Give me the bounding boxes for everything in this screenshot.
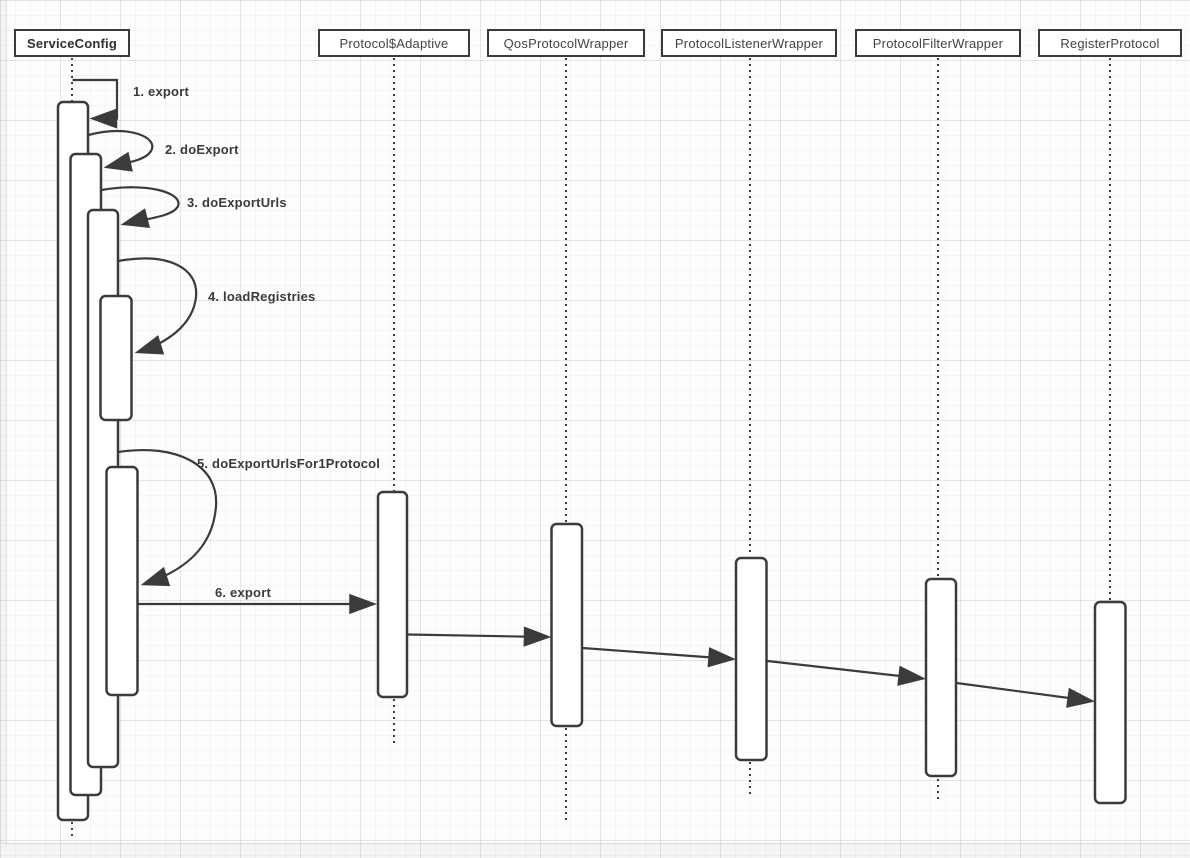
lifeline-header-serviceconfig: ServiceConfig <box>14 29 130 57</box>
message-label-2-doexport: 2. doExport <box>165 142 239 157</box>
activation-qos-protocol-wrapper <box>550 522 584 728</box>
message-label-4-loadregistries: 4. loadRegistries <box>208 289 316 304</box>
message-arrow-5-doexporturlsfor1protocol-self <box>118 448 218 587</box>
lifeline-header-protocol-adaptive: Protocol$Adaptive <box>318 29 470 57</box>
message-label-6-export: 6. export <box>215 585 271 600</box>
message-label-3-doexporturls: 3. doExportUrls <box>187 195 287 210</box>
message-arrow-2-doexport-self <box>88 130 154 172</box>
message-arrow-filterwrapper-to-registerprotocol <box>956 681 1095 708</box>
activation-serviceconfig-loadregistries <box>99 294 133 422</box>
canvas-edge-bottom <box>0 843 1190 858</box>
message-arrow-listenerwrapper-to-filterwrapper <box>767 659 926 686</box>
message-label-1-export: 1. export <box>133 84 189 99</box>
lifeline-header-protocol-listener-wrapper: ProtocolListenerWrapper <box>661 29 837 57</box>
message-arrow-adaptive-to-qoswrapper <box>407 626 552 647</box>
lifeline-header-protocol-filter-wrapper: ProtocolFilterWrapper <box>855 29 1021 57</box>
canvas-edge-left <box>0 0 7 843</box>
message-arrow-3-doexporturls-self <box>101 186 180 228</box>
activation-protocol-adaptive <box>376 490 409 699</box>
activation-protocol-filter-wrapper <box>924 577 958 778</box>
message-arrow-qoswrapper-to-listenerwrapper <box>582 646 736 668</box>
message-arrow-1-export-self <box>72 78 119 129</box>
activation-register-protocol <box>1093 600 1127 805</box>
lifeline-header-register-protocol: RegisterProtocol <box>1038 29 1182 57</box>
activation-serviceconfig-doexporturlsfor1protocol <box>105 465 139 697</box>
lifeline-header-qos-protocol-wrapper: QosProtocolWrapper <box>487 29 645 57</box>
message-label-5-doexporturlsfor1protocol: 5. doExportUrlsFor1Protocol <box>197 456 381 471</box>
message-arrow-4-loadregistries-self <box>118 257 198 355</box>
activation-protocol-listener-wrapper <box>734 556 768 762</box>
